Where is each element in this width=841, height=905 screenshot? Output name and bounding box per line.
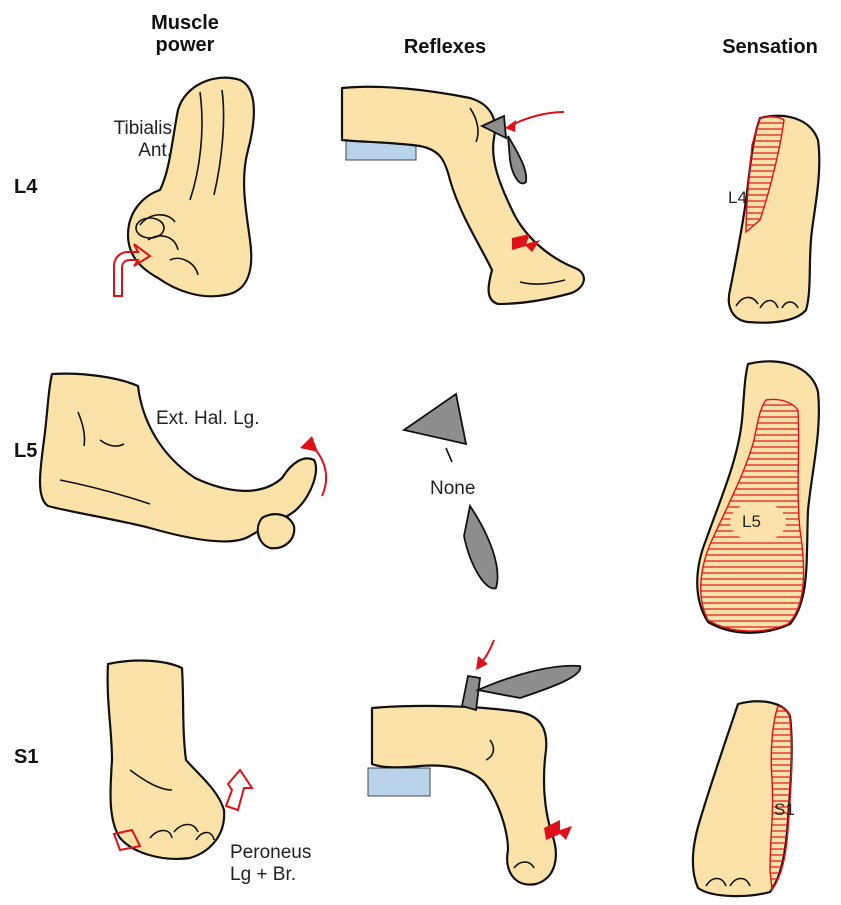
l4-muscle-foot-illustration	[128, 78, 254, 297]
l4-muscle-label: Tibialis Ant.	[80, 118, 172, 162]
l4-muscle-label-line2: Ant.	[80, 140, 172, 162]
s1-reflex-hammer-icon	[462, 666, 580, 710]
l5-dermatome-label: L5	[742, 512, 761, 532]
l5-muscle-label: Ext. Hal. Lg.	[156, 408, 260, 430]
l4-dermatome-label: L4	[728, 188, 747, 208]
s1-muscle-label-line2: Lg + Br.	[230, 864, 311, 886]
l4-sensation-foot-illustration	[729, 116, 820, 323]
s1-muscle-label-line1: Peroneus	[230, 842, 311, 864]
s1-muscle-label: Peroneus Lg + Br.	[230, 842, 311, 886]
s1-muscle-foot-illustration	[108, 661, 225, 859]
s1-dermatome-label: S1	[774, 800, 795, 820]
s1-support-pad	[368, 768, 430, 796]
l4-muscle-label-line1: Tibialis	[80, 118, 172, 140]
s1-sensation-foot-illustration	[693, 701, 792, 896]
l5-muscle-foot-illustration	[40, 374, 316, 549]
l5-sensation-foot-illustration	[697, 361, 819, 632]
l5-reflex-none-label: None	[430, 478, 475, 500]
s1-reflex-ankle-illustration	[368, 706, 556, 885]
l4-reflex-knee-illustration	[342, 87, 584, 304]
